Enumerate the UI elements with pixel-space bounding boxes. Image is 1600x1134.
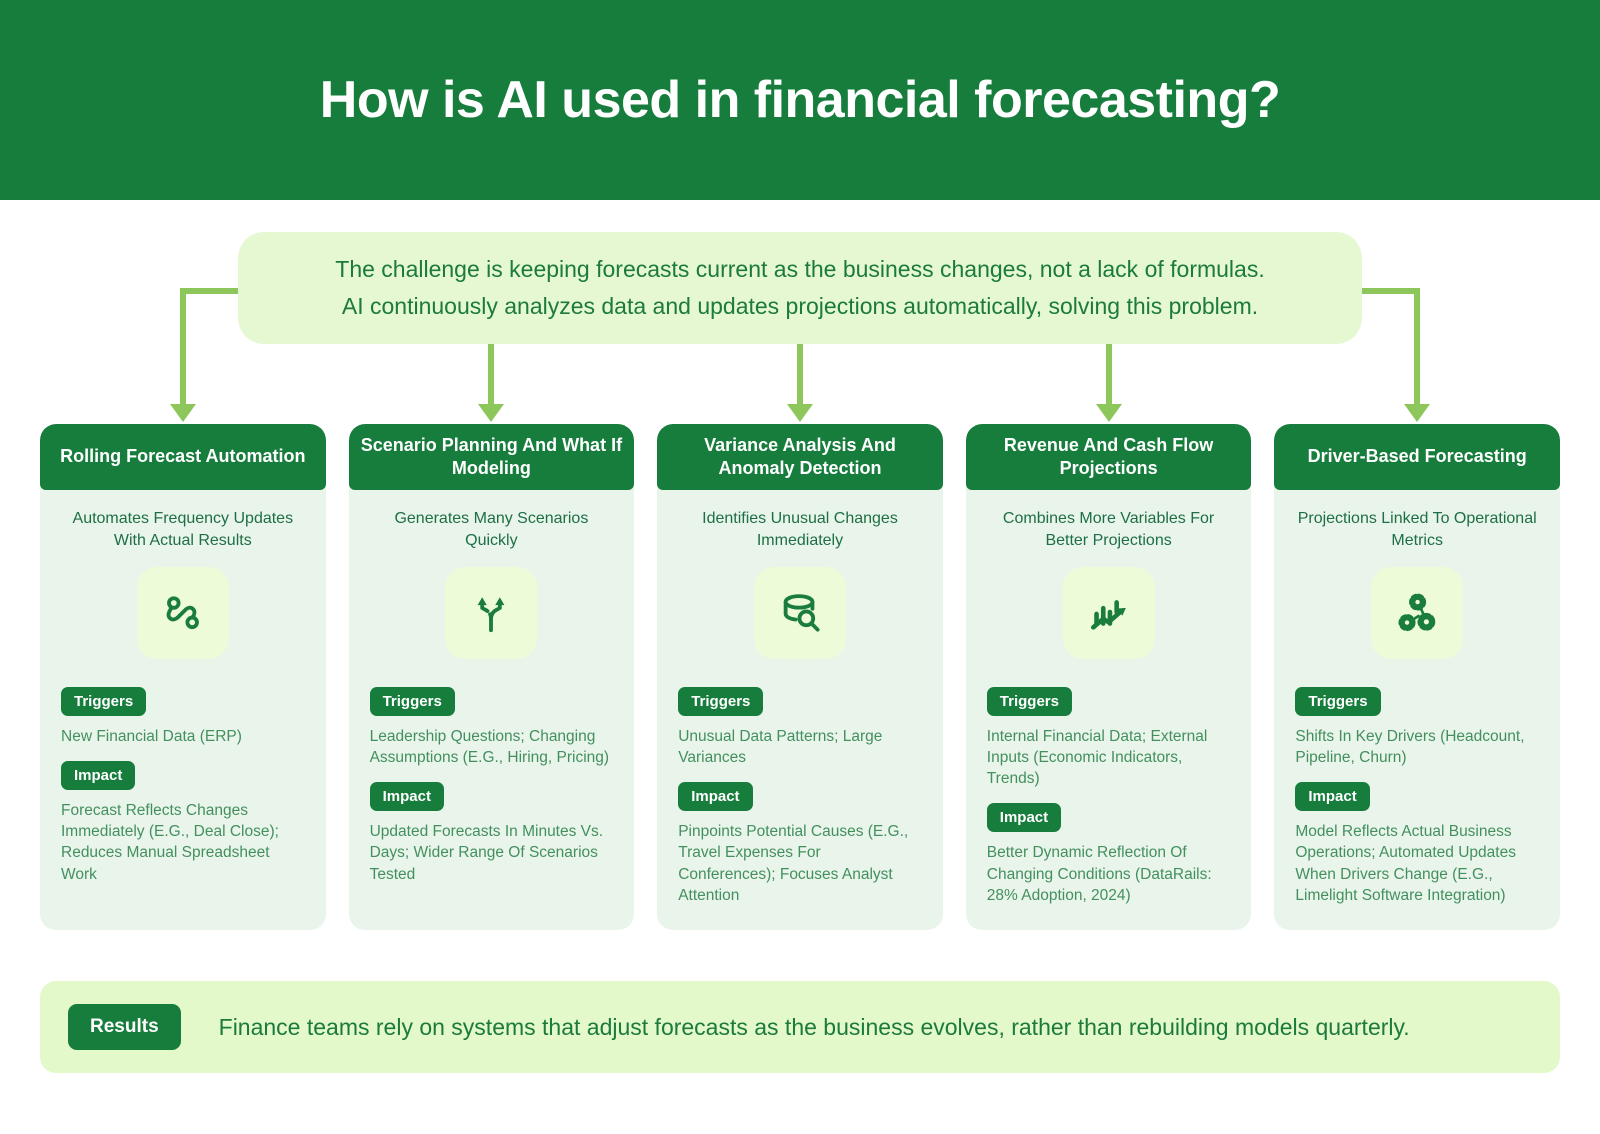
card-title: Rolling Forecast Automation — [60, 446, 306, 467]
results-text: Finance teams rely on systems that adjus… — [218, 1013, 1410, 1040]
card-title: Driver-Based Forecasting — [1307, 446, 1527, 467]
card-subtitle: Identifies Unusual Changes Immediately — [702, 510, 898, 549]
card-title: Variance Analysis And Anomaly Detection — [704, 435, 896, 479]
impact-text: Updated Forecasts In Minutes Vs. Days; W… — [369, 823, 604, 883]
challenge-text-line2: AI continuously analyzes data and update… — [341, 292, 1259, 319]
header-banner: How is AI used in financial forecasting? — [0, 0, 1600, 200]
impact-badge: Impact — [369, 782, 444, 812]
triggers-badge: Triggers — [678, 687, 764, 717]
icon-tile — [1062, 567, 1155, 660]
impact-text: Pinpoints Potential Causes (E.G., Travel… — [678, 823, 909, 904]
connector-elbow-right-vertical — [1414, 288, 1420, 408]
card-body: Automates Frequency Updates With Actual … — [40, 490, 326, 930]
icon-tile — [1371, 567, 1464, 660]
impact-badge: Impact — [678, 782, 753, 812]
card-header: Driver-Based Forecasting — [1274, 424, 1560, 490]
arrow-down-icon — [478, 404, 504, 422]
triggers-badge: Triggers — [986, 687, 1072, 717]
card-body: Combines More Variables For Better Proje… — [966, 490, 1252, 930]
icon-tile — [136, 567, 229, 660]
card-body: Projections Linked To Operational Metric… — [1274, 490, 1560, 930]
triggers-badge: Triggers — [369, 687, 455, 717]
card-header: Scenario Planning And What If Modeling — [348, 424, 635, 491]
arrow-down-icon — [1404, 404, 1430, 422]
card-header: Revenue And Cash Flow Projections — [965, 424, 1252, 491]
card-title: Scenario Planning And What If Modeling — [360, 435, 623, 479]
arrow-down-icon — [170, 404, 196, 422]
gears-network-icon — [1398, 593, 1436, 632]
triggers-text: New Financial Data (ERP) — [61, 728, 242, 746]
connector-line-4 — [1106, 344, 1112, 408]
database-search-icon — [783, 594, 820, 632]
chart-trend-icon — [1090, 600, 1126, 630]
card-subtitle: Combines More Variables For Better Proje… — [1002, 510, 1215, 549]
results-bar: Results Finance teams rely on systems th… — [40, 981, 1560, 1073]
arrow-down-icon — [787, 404, 813, 422]
impact-text: Forecast Reflects Changes Immediately (E… — [61, 802, 279, 883]
cards-row: Rolling Forecast Automation Automates Fr… — [40, 424, 1560, 930]
card-subtitle: Automates Frequency Updates With Actual … — [72, 510, 294, 549]
connector-line-2 — [488, 344, 494, 408]
triggers-text: Shifts In Key Drivers (Headcount, Pipeli… — [1295, 728, 1525, 767]
impact-badge: Impact — [1295, 782, 1370, 812]
route-icon — [166, 596, 199, 630]
card-title: Revenue And Cash Flow Projections — [1003, 435, 1214, 479]
impact-text: Model Reflects Actual Business Operation… — [1295, 823, 1516, 904]
results-badge: Results — [68, 1004, 181, 1050]
card-subtitle: Generates Many Scenarios Quickly — [394, 510, 589, 549]
card-header: Variance Analysis And Anomaly Detection — [657, 424, 943, 491]
challenge-callout: The challenge is keeping forecasts curre… — [238, 232, 1362, 344]
triggers-text: Unusual Data Patterns; Large Variances — [678, 728, 883, 767]
card-body: Generates Many Scenarios Quickly Trigger… — [349, 490, 635, 930]
card-subtitle: Projections Linked To Operational Metric… — [1297, 510, 1537, 549]
impact-badge: Impact — [986, 803, 1062, 833]
triggers-text: Internal Financial Data; External Inputs… — [986, 728, 1208, 788]
connector-elbow-right-horizontal — [1360, 288, 1420, 294]
triggers-text: Leadership Questions; Changing Assumptio… — [369, 728, 610, 767]
triggers-badge: Triggers — [61, 687, 147, 717]
impact-text: Better Dynamic Reflection Of Changing Co… — [986, 844, 1212, 904]
impact-badge: Impact — [61, 761, 136, 791]
fork-arrows-icon — [477, 597, 505, 633]
connector-elbow-left-vertical — [180, 288, 186, 408]
triggers-badge: Triggers — [1295, 687, 1381, 717]
card-scenario-planning: Scenario Planning And What If Modeling G… — [348, 424, 635, 930]
card-revenue-cashflow: Revenue And Cash Flow Projections Combin… — [965, 424, 1252, 930]
page-title: How is AI used in financial forecasting? — [319, 71, 1281, 129]
connector-elbow-left-horizontal — [180, 288, 240, 294]
connector-line-3 — [797, 344, 803, 408]
card-body: Identifies Unusual Changes Immediately T… — [657, 490, 943, 930]
icon-tile — [753, 567, 846, 660]
card-rolling-forecast-automation: Rolling Forecast Automation Automates Fr… — [40, 424, 326, 930]
arrow-down-icon — [1096, 404, 1122, 422]
challenge-text-line1: The challenge is keeping forecasts curre… — [335, 256, 1265, 283]
card-driver-based-forecasting: Driver-Based Forecasting Projections Lin… — [1274, 424, 1560, 930]
icon-tile — [445, 567, 538, 660]
card-variance-analysis: Variance Analysis And Anomaly Detection … — [657, 424, 943, 930]
card-header: Rolling Forecast Automation — [40, 424, 326, 490]
